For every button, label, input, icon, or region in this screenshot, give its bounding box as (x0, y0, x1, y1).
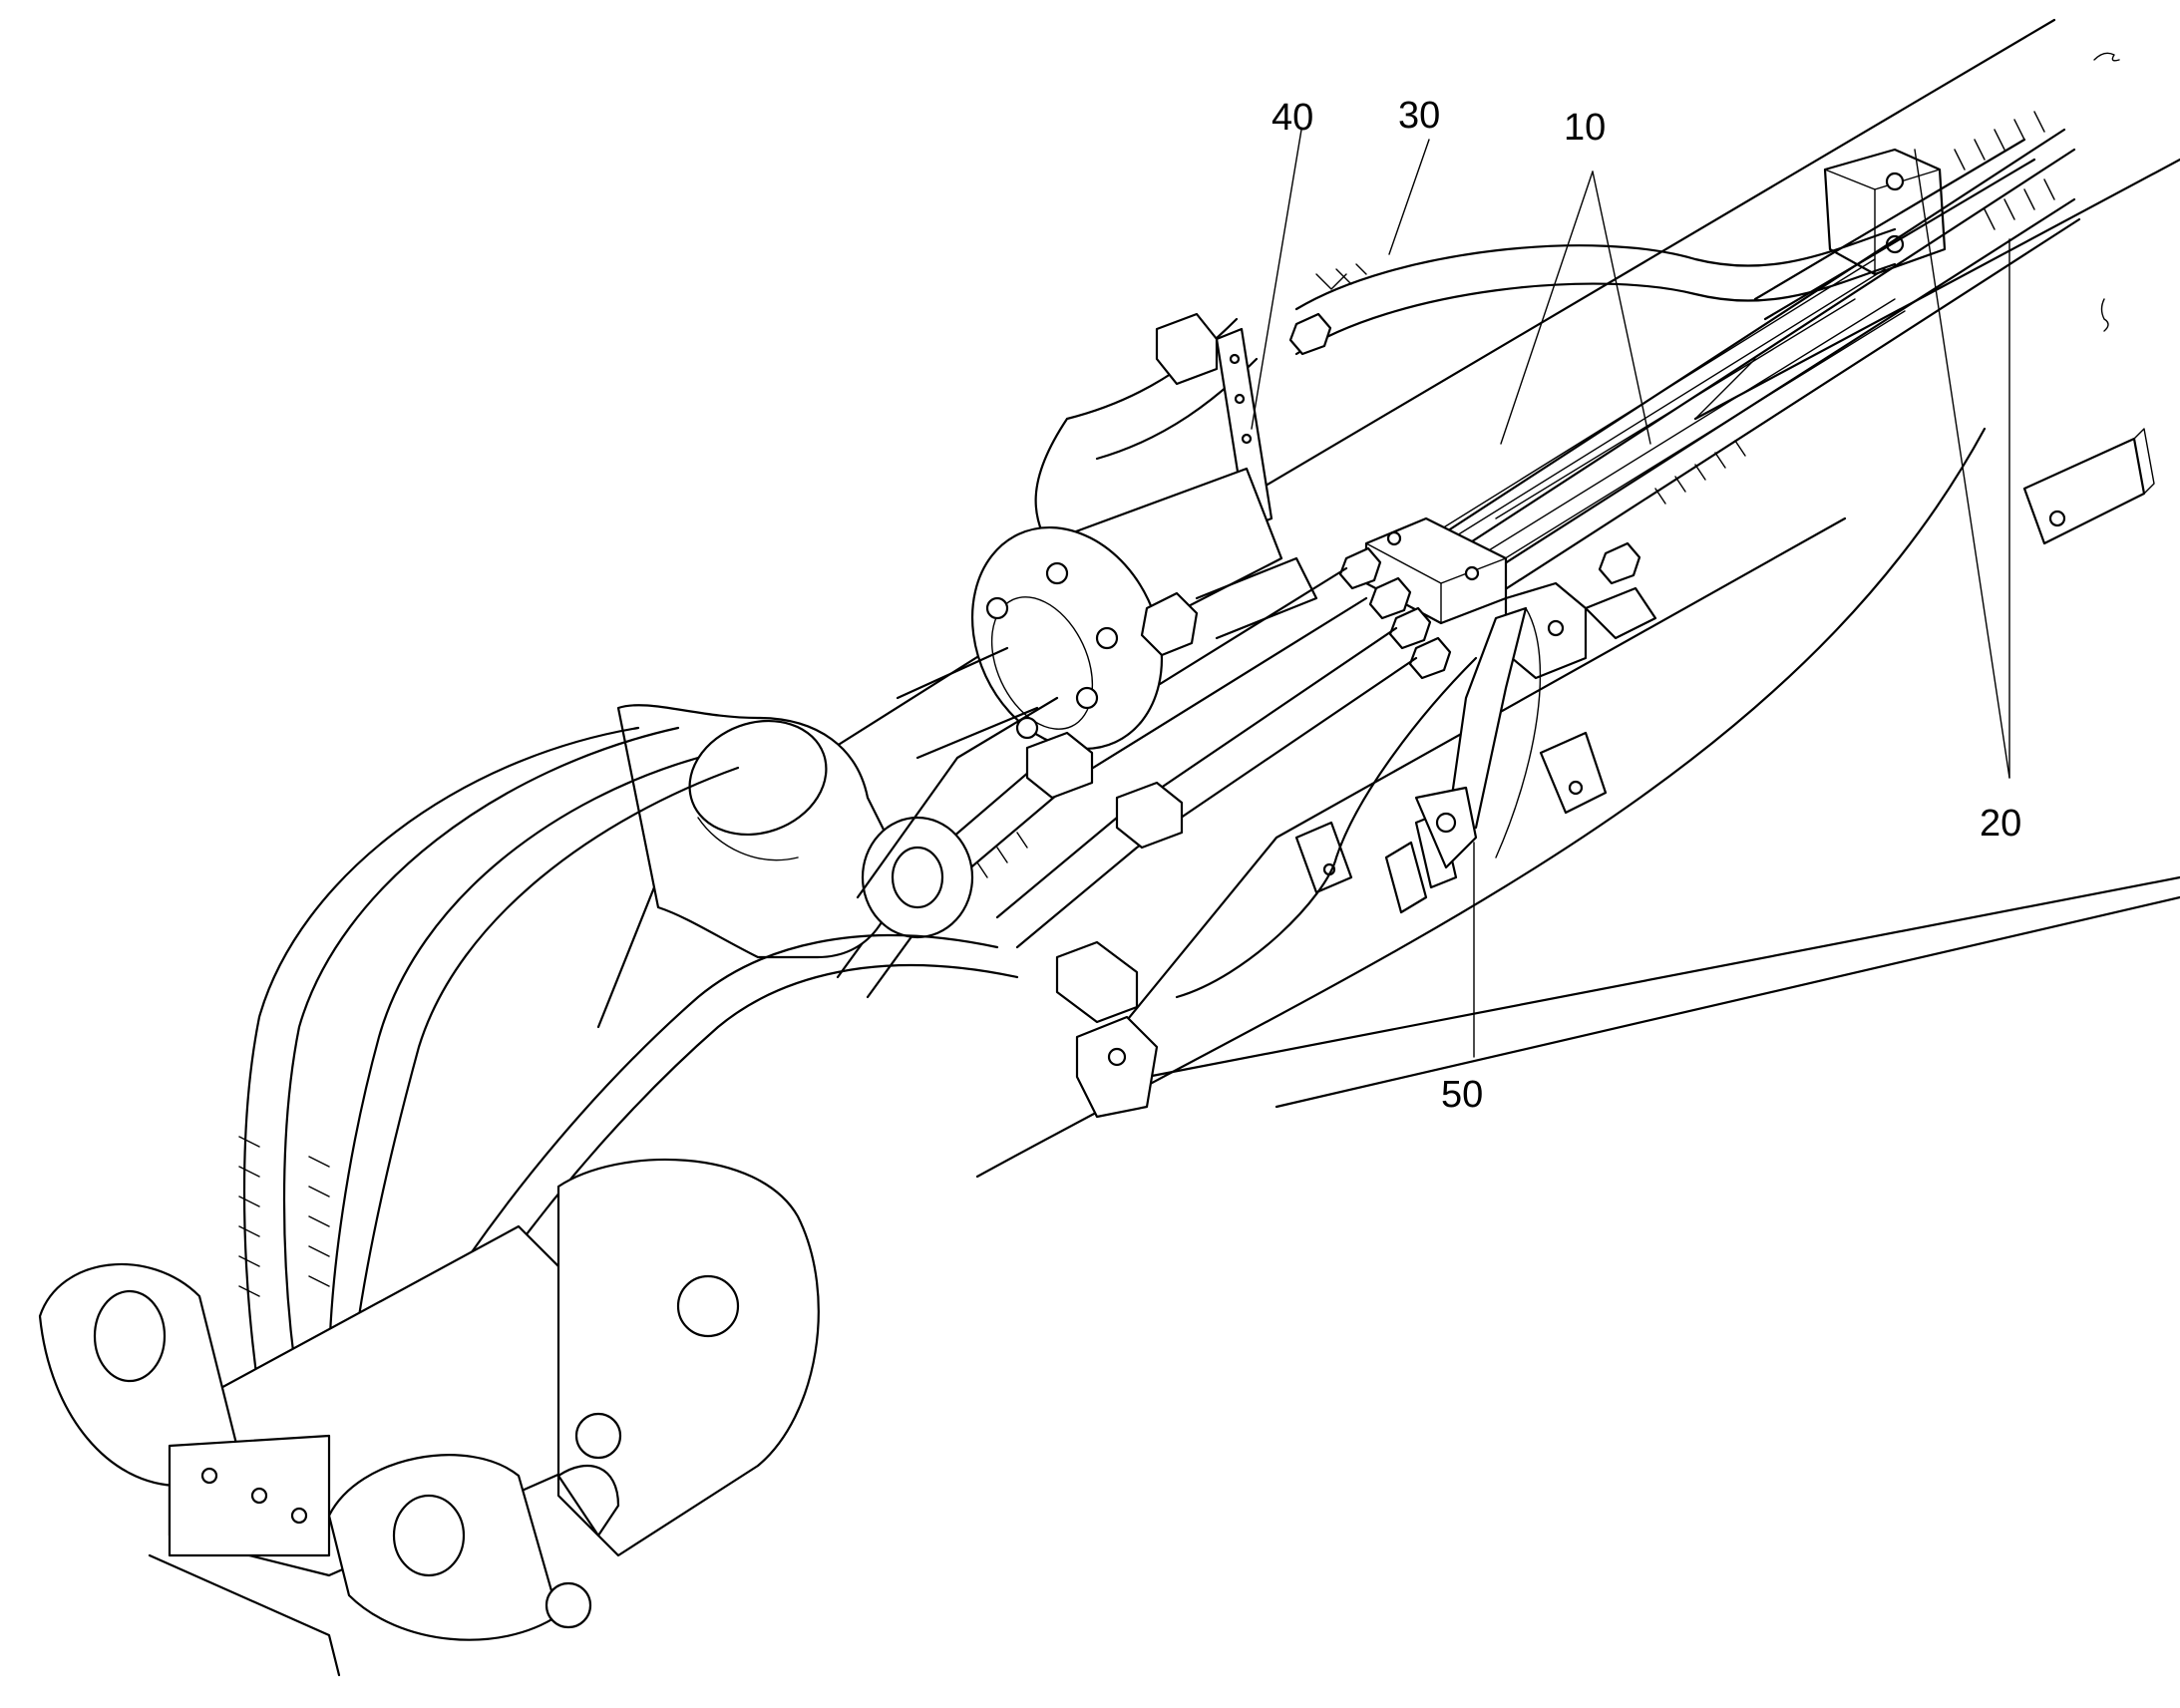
ref-label-40: 40 (1272, 97, 1313, 139)
leader-10a (1500, 171, 1594, 445)
leader-30 (1388, 139, 1430, 255)
ref-label-50: 50 (1441, 1074, 1483, 1116)
hose-bundle-20 (1434, 111, 2081, 610)
ref-label-30: 30 (1398, 95, 1440, 137)
reference-labels: 40 30 10 20 50 (1272, 95, 2021, 1116)
lever-50 (1175, 606, 1542, 999)
leader-20a (1914, 149, 2010, 779)
leader-lines (1251, 129, 2010, 1058)
leader-40 (1251, 129, 1302, 430)
ref-label-10: 10 (1564, 107, 1606, 149)
cable-bundle-10 (1425, 258, 1906, 571)
boom-arm (596, 18, 2180, 1179)
hose-clamps (1025, 731, 1184, 1119)
quick-coupler (38, 1158, 820, 1677)
rear-clamp-block (1823, 148, 1947, 276)
leader-10b (1592, 171, 1651, 445)
pivot-link (616, 696, 1059, 959)
ref-label-20: 20 (1980, 803, 2021, 845)
bracket-40 (1155, 312, 1273, 530)
hydraulic-cylinder (896, 467, 1318, 760)
